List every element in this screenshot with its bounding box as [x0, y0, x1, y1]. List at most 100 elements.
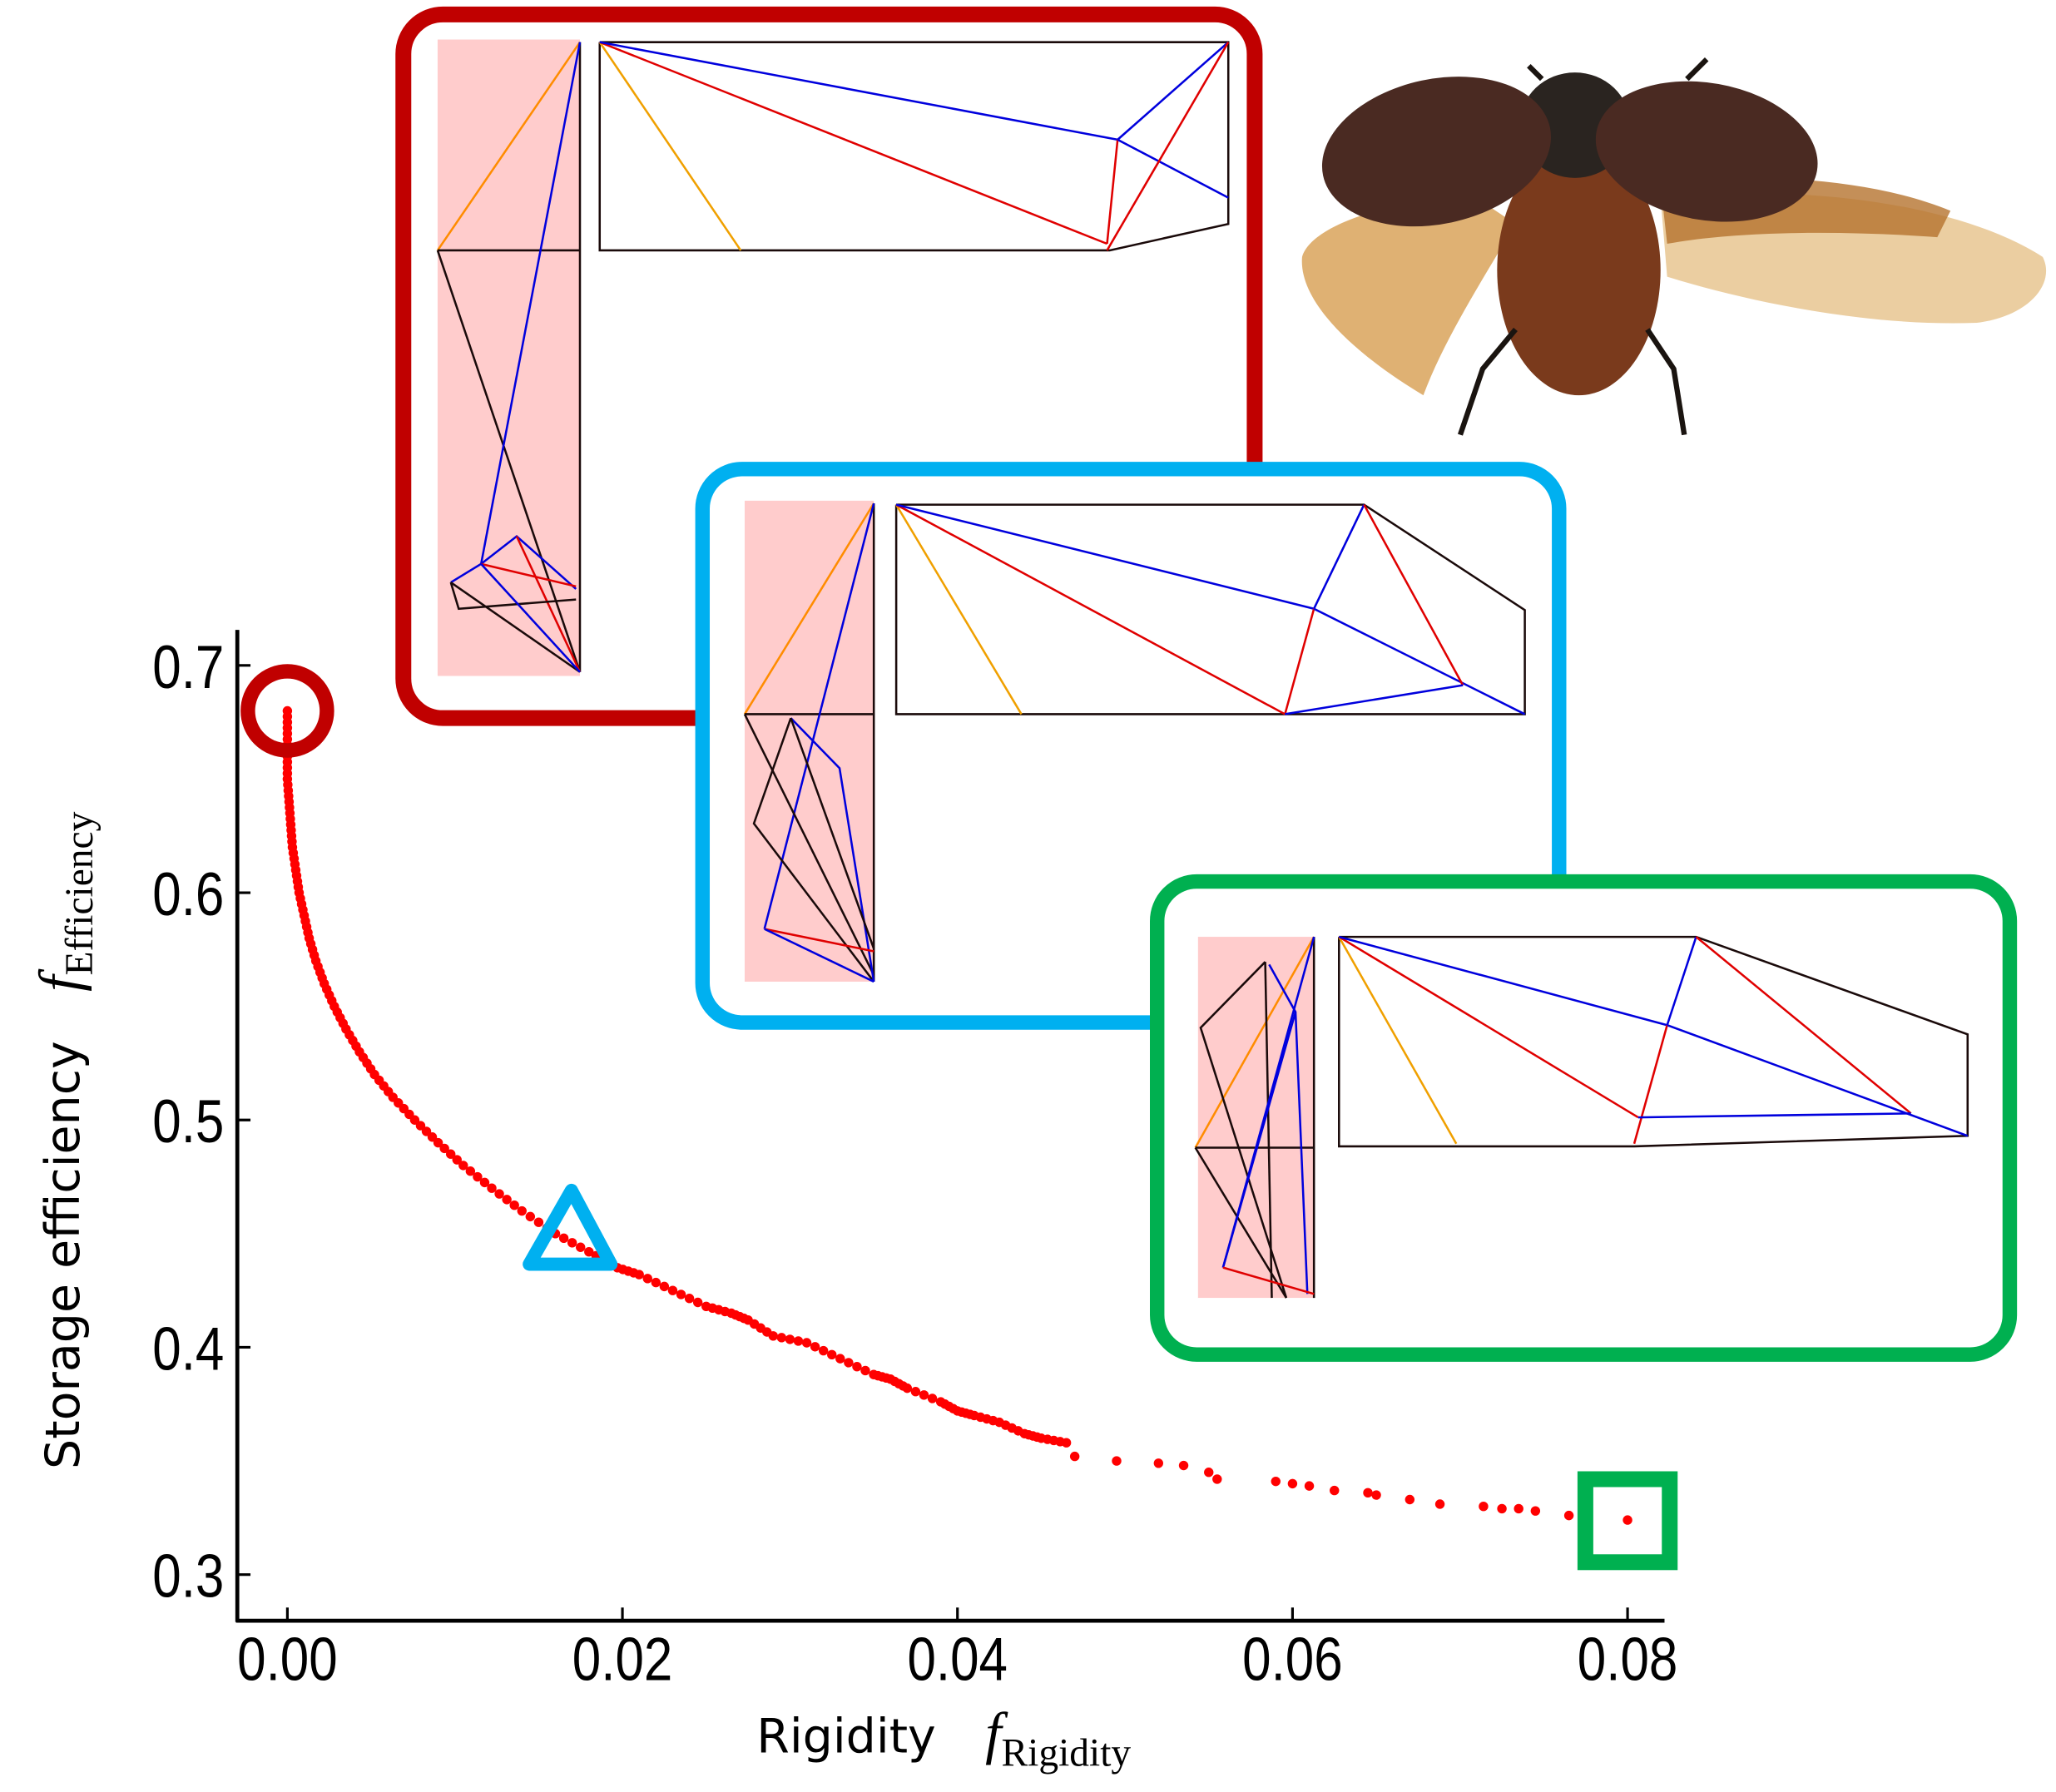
crease-line: [764, 928, 874, 983]
highlight-markers: [240, 664, 1678, 1571]
x-axis-label: Rigidity fRigidity: [756, 1701, 1131, 1775]
crease-line: [598, 41, 742, 251]
beetle-leg: [1527, 63, 1544, 82]
y-tick-label: 0.5: [152, 1089, 224, 1156]
x-axis-label-text: Rigidity: [756, 1709, 936, 1764]
beetle-photo: [1301, 57, 2047, 436]
data-point: [1530, 1506, 1541, 1516]
data-point: [634, 1270, 644, 1280]
crease-line: [764, 928, 874, 953]
crease-line: [1284, 608, 1315, 715]
data-point: [1497, 1503, 1507, 1514]
data-point: [852, 1361, 862, 1372]
x-tick-label: 0.06: [1242, 1626, 1343, 1694]
crease-line: [1363, 503, 1464, 686]
y-tick-label: 0.3: [152, 1543, 224, 1611]
crease-line: [894, 503, 1526, 715]
inset-frame-green: [1150, 874, 2018, 1362]
data-point: [919, 1390, 929, 1400]
crease-line: [450, 534, 577, 590]
data-point: [793, 1336, 804, 1346]
data-point: [676, 1290, 686, 1299]
crease-line: [1264, 962, 1273, 1299]
crease-line: [1194, 936, 1315, 1149]
crease-line: [1106, 42, 1230, 251]
data-point: [1112, 1456, 1122, 1466]
data-point: [415, 1121, 426, 1131]
crease-line: [752, 717, 875, 983]
data-point: [1204, 1468, 1214, 1478]
crease-line: [1695, 936, 1912, 1115]
data-point: [692, 1297, 703, 1308]
data-point: [818, 1345, 829, 1356]
data-point: [409, 1115, 420, 1125]
data-point: [1061, 1438, 1072, 1448]
x-tick-label: 0.04: [907, 1626, 1008, 1694]
crease-line: [1222, 1266, 1315, 1295]
axes: 0.00 0.02 0.04 0.06 0.08 0.3 0.4 0.5 0.6…: [28, 630, 1677, 1775]
data-point: [659, 1281, 670, 1292]
beetle-left-hindwing: [1301, 197, 1516, 396]
crease-line: [450, 582, 581, 673]
y-axis-label-text: Storage efficiency: [36, 1041, 91, 1469]
data-point: [768, 1331, 778, 1341]
folded-region: [1197, 937, 1315, 1299]
data-point: [1271, 1476, 1281, 1487]
crease-line: [599, 41, 1118, 141]
data-point: [684, 1294, 695, 1304]
crease-line: [743, 713, 875, 976]
data-point: [458, 1161, 468, 1171]
data-point: [1371, 1490, 1381, 1500]
data-point: [494, 1189, 504, 1199]
highlight-square-marker: [1577, 1471, 1678, 1571]
data-point: [433, 1137, 443, 1148]
data-point: [465, 1166, 476, 1176]
beetle-body: [1497, 145, 1661, 396]
data-point: [776, 1333, 787, 1343]
data-point: [558, 1233, 569, 1244]
crease-line: [1285, 684, 1464, 715]
data-point: [525, 1211, 536, 1222]
crease-line: [1199, 961, 1288, 1299]
data-point: [1069, 1451, 1080, 1462]
crease-line: [1194, 1146, 1288, 1299]
data-point: [651, 1277, 661, 1288]
folded-region: [744, 500, 874, 982]
data-point: [1434, 1499, 1445, 1509]
crease-line: [763, 502, 875, 929]
data-point: [1563, 1510, 1574, 1521]
crease-line: [895, 503, 1315, 610]
crease-line: [1313, 607, 1526, 715]
data-point: [642, 1274, 652, 1284]
x-tick-label: 0.08: [1578, 1626, 1678, 1694]
data-point: [533, 1217, 544, 1227]
data-point: [1153, 1458, 1164, 1468]
beetle-right-elytron: [1595, 81, 1818, 222]
x-axis-subscript: Rigidity: [1001, 1731, 1131, 1775]
data-point: [860, 1365, 870, 1376]
data-point: [1304, 1481, 1315, 1491]
inset-max-rigidity: [1150, 874, 2018, 1362]
crease-line: [1632, 1024, 1668, 1145]
crease-line: [599, 41, 1107, 245]
beetle-left-elytron: [1321, 77, 1552, 227]
data-point: [1623, 1515, 1632, 1525]
x-tick-label: 0.00: [237, 1626, 338, 1694]
crease-line: [1666, 936, 1697, 1026]
data-point: [1330, 1485, 1340, 1496]
data-point: [910, 1387, 921, 1397]
beetle-leg: [1457, 327, 1518, 436]
y-tick-label: 0.7: [152, 634, 224, 701]
crease-line: [1221, 1012, 1297, 1268]
crease-line: [480, 563, 581, 673]
crease-line: [1338, 936, 1639, 1119]
crease-line: [1667, 1024, 1969, 1137]
data-point: [473, 1171, 483, 1182]
crease-line: [1268, 963, 1309, 1294]
data-point: [1479, 1502, 1489, 1512]
y-axis-label: Storage efficiency fEfficiency: [28, 811, 102, 1469]
beetle-leg: [1645, 328, 1687, 436]
data-point: [439, 1143, 449, 1154]
data-point: [445, 1149, 456, 1159]
